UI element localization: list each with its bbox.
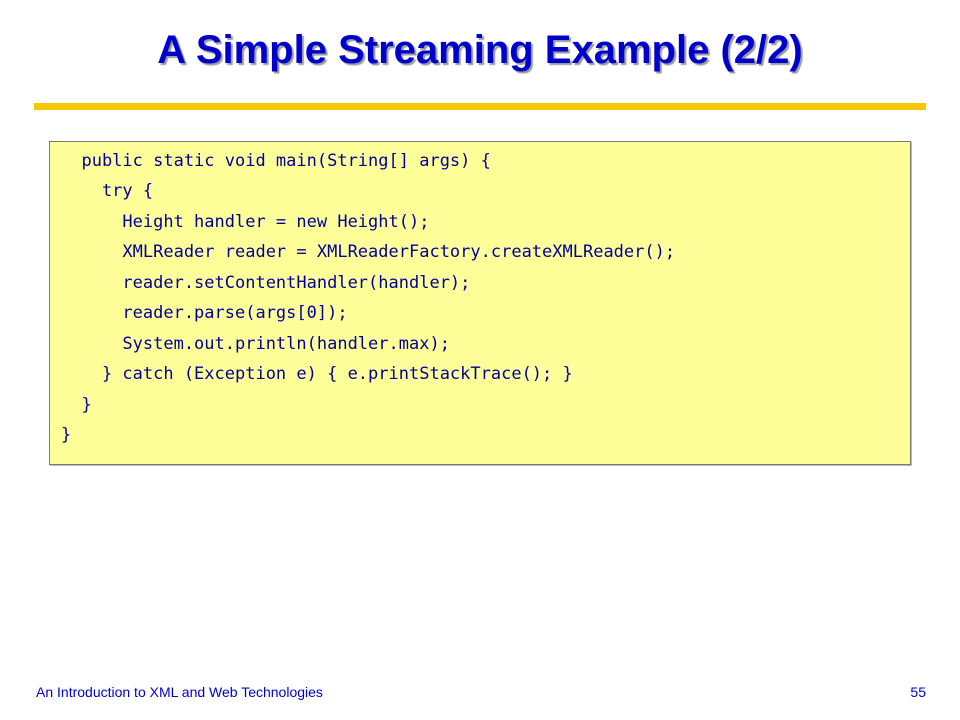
footer-course-title: An Introduction to XML and Web Technolog… <box>36 684 323 700</box>
page-number: 55 <box>910 684 926 700</box>
code-line: } catch (Exception e) { e.printStackTrac… <box>61 364 573 384</box>
code-block: public static void main(String[] args) {… <box>49 141 911 465</box>
code-line: XMLReader reader = XMLReaderFactory.crea… <box>61 242 676 262</box>
code-line: reader.parse(args[0]); <box>61 303 348 323</box>
title-divider <box>34 103 926 110</box>
code-line: public static void main(String[] args) { <box>61 151 491 171</box>
code-line: Height handler = new Height(); <box>61 212 430 232</box>
code-line: reader.setContentHandler(handler); <box>61 273 471 293</box>
code-line: try { <box>61 181 154 201</box>
slide-title: A Simple Streaming Example (2/2) <box>157 28 803 72</box>
code-line: } <box>61 395 92 415</box>
code-line: } <box>61 425 72 445</box>
code-line: System.out.println(handler.max); <box>61 334 450 354</box>
